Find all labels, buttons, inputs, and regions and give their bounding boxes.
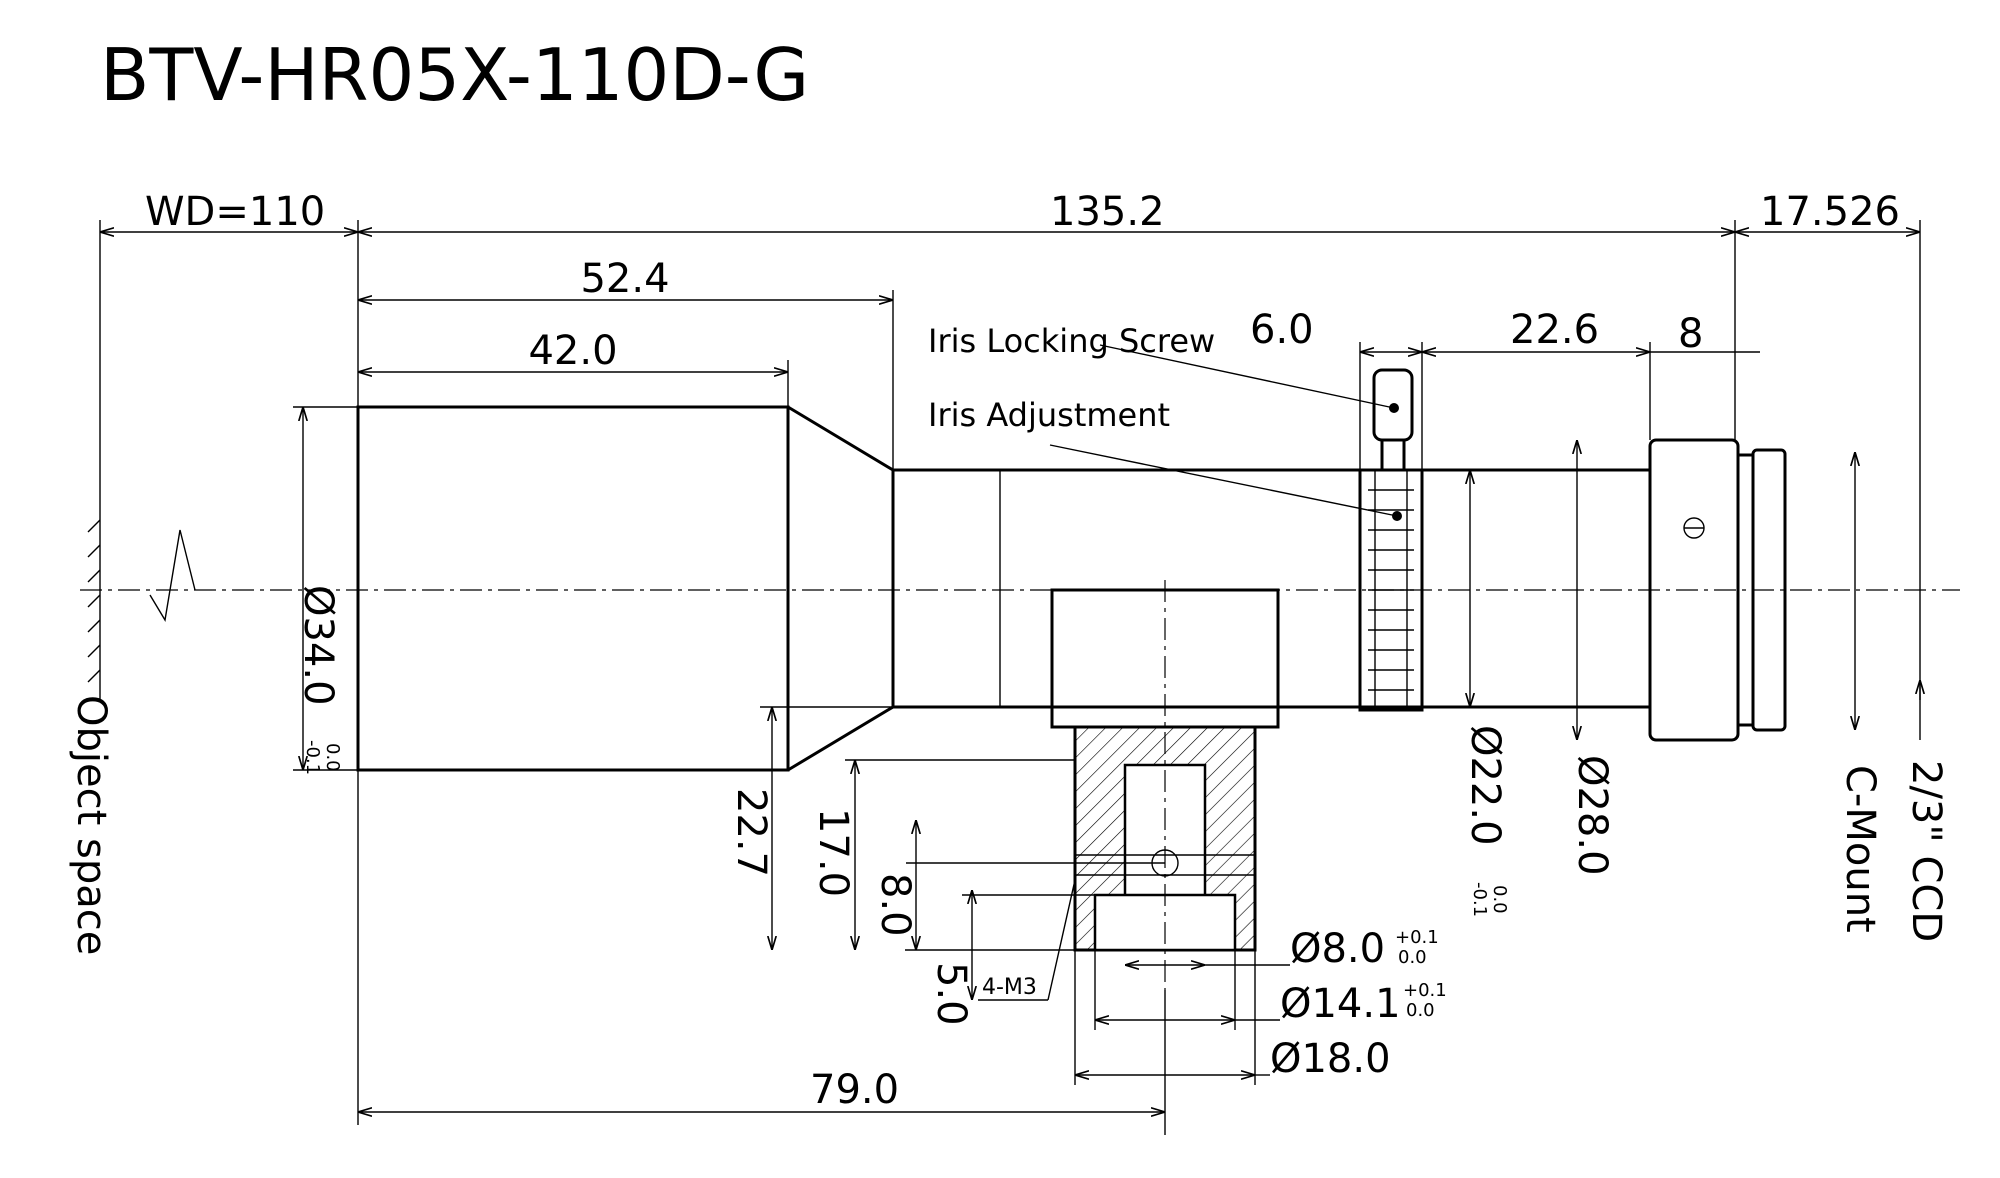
dim-dia28: Ø28.0 xyxy=(1569,755,1615,876)
iris-adjustment-label: Iris Adjustment xyxy=(928,396,1170,434)
dim-22-7: 22.7 xyxy=(728,788,774,877)
iris-locking-screw-label: Iris Locking Screw xyxy=(928,322,1215,360)
svg-text:Ø34.0: Ø34.0 xyxy=(295,585,341,706)
dim-5-0: 5.0 xyxy=(928,962,974,1026)
dim-total-length: 135.2 xyxy=(1050,189,1165,235)
dim-8-0: 8.0 xyxy=(872,873,918,937)
dim-flange: 17.526 xyxy=(1760,189,1900,235)
object-space-label: Object space xyxy=(68,695,114,955)
svg-text:+0.1: +0.1 xyxy=(1395,927,1439,948)
svg-text:+0.1: +0.1 xyxy=(1403,980,1447,1001)
ccd-label: 2/3" CCD xyxy=(1903,760,1949,942)
c-mount-label: C-Mount xyxy=(1837,765,1883,933)
dim-dia14: Ø14.1 +0.1 0.0 xyxy=(1280,980,1447,1027)
dim-42-0: 42.0 xyxy=(528,328,617,374)
svg-text:Ø14.1: Ø14.1 xyxy=(1280,981,1401,1027)
svg-text:Ø22.0: Ø22.0 xyxy=(1462,725,1508,846)
dim-22-6: 22.6 xyxy=(1510,307,1599,353)
thread-label: 4-M3 xyxy=(982,975,1037,1000)
dim-6-0: 6.0 xyxy=(1250,307,1314,353)
svg-text:0.0: 0.0 xyxy=(1489,885,1510,914)
svg-text:0.0: 0.0 xyxy=(1406,1000,1435,1021)
svg-text:0.0: 0.0 xyxy=(322,743,343,772)
dim-dia34: Ø34.0 0.0 -0.1 xyxy=(295,585,343,775)
svg-text:-0.1: -0.1 xyxy=(1469,882,1490,917)
iris-locking-screw[interactable] xyxy=(1372,368,1414,472)
drawing-title: BTV-HR05X-110D-G xyxy=(100,33,809,117)
object-plane xyxy=(87,220,196,700)
svg-text:-0.1: -0.1 xyxy=(302,740,323,775)
dim-dia22: Ø22.0 0.0 -0.1 xyxy=(1462,725,1510,917)
dim-8: 8 xyxy=(1678,311,1703,357)
dim-wd: WD=110 xyxy=(145,189,325,235)
mount-block xyxy=(1050,580,1280,990)
dim-17-0: 17.0 xyxy=(810,808,856,897)
svg-text:Ø8.0: Ø8.0 xyxy=(1290,926,1385,972)
dim-52-4: 52.4 xyxy=(580,256,669,302)
dim-dia8: Ø8.0 +0.1 0.0 xyxy=(1290,926,1439,972)
dim-dia18: Ø18.0 xyxy=(1270,1036,1391,1082)
svg-text:0.0: 0.0 xyxy=(1398,947,1427,968)
iris-adjustment-ring[interactable] xyxy=(1358,468,1424,712)
lens-body xyxy=(356,405,1787,772)
dim-79-0: 79.0 xyxy=(810,1067,899,1113)
